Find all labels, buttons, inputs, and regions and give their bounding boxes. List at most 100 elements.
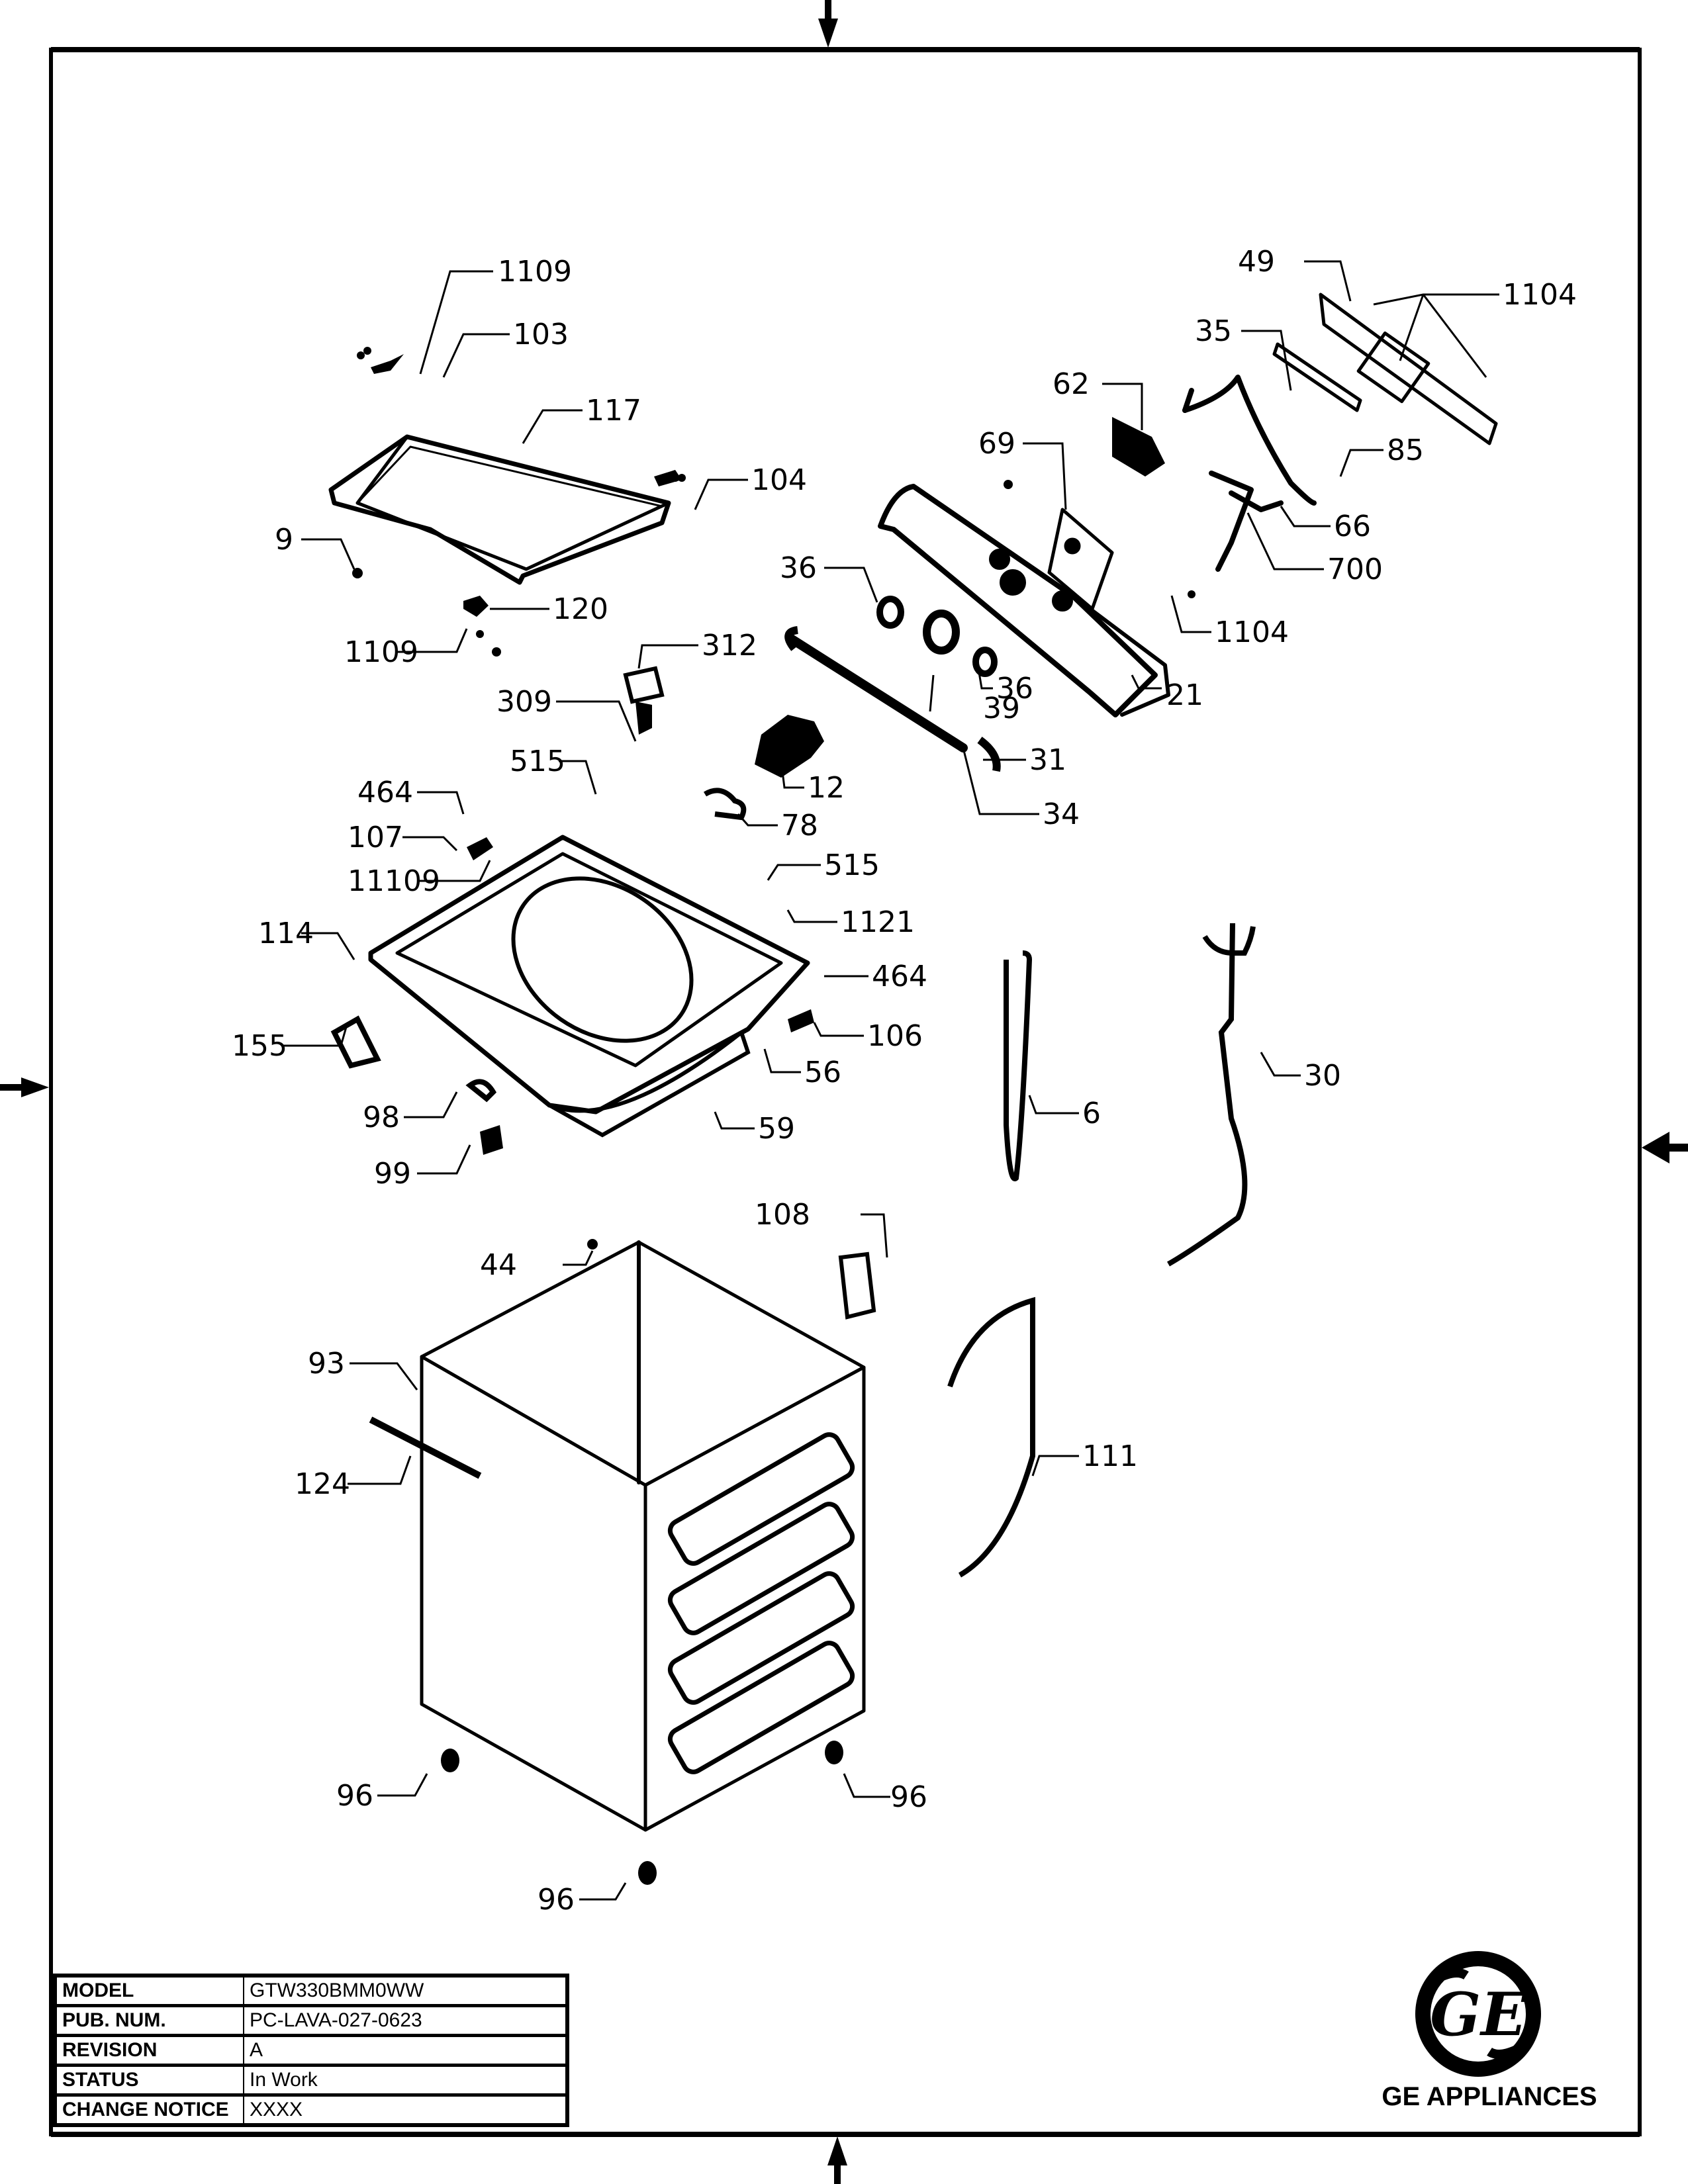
callout-66: 66: [1334, 510, 1371, 543]
callout-515: 515: [824, 848, 880, 882]
callout-59: 59: [758, 1112, 795, 1146]
rod-part: [786, 634, 968, 752]
callout-108: 108: [755, 1198, 810, 1232]
svg-text:GE: GE: [1430, 1979, 1527, 2050]
brand-name: GE APPLIANCES: [1382, 2082, 1597, 2111]
callout-39: 39: [983, 692, 1020, 725]
callout-49: 49: [1238, 245, 1275, 279]
callout-96: 96: [538, 1883, 575, 1917]
backsplash-part: [878, 484, 1170, 717]
callout-515: 515: [510, 745, 565, 778]
callout-103: 103: [513, 318, 569, 351]
callout-120: 120: [553, 592, 608, 626]
lid-bumper-part: [463, 596, 489, 617]
bracket-part: [635, 702, 652, 735]
callout-312: 312: [702, 629, 757, 662]
callout-31: 31: [1029, 743, 1066, 777]
callout-labels: 1109 103 117 104 9 120 1109 312 309 49 1…: [232, 245, 1577, 1917]
lid-strike-part: [467, 837, 493, 860]
callout-1104: 1104: [1503, 278, 1577, 312]
callout-99: 99: [374, 1157, 411, 1191]
title-label: CHANGE NOTICE: [54, 2094, 244, 2126]
drain-hose-part: [947, 1297, 1035, 1578]
callout-1109: 1109: [344, 635, 418, 669]
callout-36: 36: [996, 672, 1033, 705]
hinge-part: [465, 1079, 497, 1103]
callout-6: 6: [1082, 1097, 1101, 1130]
title-label: MODEL: [54, 1975, 244, 2007]
center-arrow-left-icon: [0, 1077, 49, 1097]
center-arrow-bottom-icon: [827, 2136, 847, 2184]
center-arrow-right-icon: [1642, 1132, 1688, 1163]
callout-85: 85: [1387, 433, 1424, 467]
pump-bracket-part: [838, 1251, 876, 1320]
cover-bracket-part: [330, 1015, 381, 1069]
title-label: REVISION: [54, 2034, 244, 2066]
wire-harness-700-part: [1209, 471, 1284, 572]
callout-30: 30: [1304, 1059, 1341, 1093]
model-number: GTW330BMM0WW: [243, 1975, 568, 2007]
callout-leaders: [281, 260, 1499, 1901]
screw-part: [352, 568, 363, 578]
lid-hinge-left-part: [357, 347, 404, 374]
title-row-pub-num: PUB. NUM. PC-LAVA-027-0623: [54, 2005, 568, 2036]
cabinet-brace-part: [369, 1416, 482, 1479]
sensor-part: [623, 666, 665, 704]
title-row-model: MODEL GTW330BMM0WW: [54, 1975, 568, 2007]
leveling-leg-part: [825, 1741, 843, 1764]
callout-309: 309: [496, 685, 552, 719]
wire-harness-85-part: [1182, 375, 1317, 506]
callout-98: 98: [363, 1101, 400, 1134]
callout-155: 155: [232, 1029, 287, 1063]
center-arrow-top-icon: [818, 0, 838, 48]
drawing-frame: [49, 47, 1642, 2137]
title-row-revision: REVISION A: [54, 2034, 568, 2066]
callout-69: 69: [978, 427, 1015, 461]
hose-clip-part: [977, 737, 1001, 772]
front-trim-part: [548, 1032, 751, 1138]
control-board-part: [1047, 508, 1114, 611]
callout-34: 34: [1043, 797, 1080, 831]
callout-44: 44: [480, 1248, 517, 1282]
switch-part: [1112, 417, 1165, 477]
ge-logo-icon: GE: [1415, 1951, 1541, 2077]
callout-107: 107: [348, 821, 403, 854]
callout-78: 78: [781, 809, 818, 842]
callout-11109: 11109: [348, 864, 440, 898]
callout-104: 104: [751, 463, 807, 497]
change-notice-value: XXXX: [243, 2094, 568, 2126]
title-row-status: STATUS In Work: [54, 2064, 568, 2096]
callout-464: 464: [872, 960, 927, 993]
top-cover-part: [368, 835, 810, 1115]
title-label: STATUS: [54, 2064, 244, 2096]
leveling-leg-part: [441, 1749, 459, 1772]
callout-106: 106: [867, 1019, 923, 1053]
revision-value: A: [243, 2034, 568, 2066]
latch-part: [480, 1125, 503, 1155]
valve-harness-part: [703, 788, 747, 821]
pressure-hose-part: [1004, 950, 1033, 1181]
callout-56: 56: [804, 1056, 841, 1089]
power-cord-part: [1167, 923, 1248, 1267]
callout-9: 9: [275, 523, 293, 557]
callout-114: 114: [258, 917, 314, 950]
status-value: In Work: [243, 2064, 568, 2096]
callout-12: 12: [808, 771, 845, 805]
callout-62: 62: [1053, 367, 1090, 401]
console-cover-part: [1319, 293, 1498, 445]
callout-35: 35: [1195, 314, 1232, 348]
callout-464: 464: [357, 776, 413, 809]
callout-700: 700: [1327, 553, 1383, 586]
lid-strike-right-part: [788, 1009, 814, 1032]
screw-part: [1188, 590, 1196, 598]
leveling-leg-part: [638, 1861, 657, 1885]
cabinet-part: [420, 1240, 866, 1832]
callout-93: 93: [308, 1347, 345, 1381]
callout-1109: 1109: [498, 255, 572, 289]
callout-1104: 1104: [1215, 615, 1289, 649]
knob-part: [972, 647, 998, 677]
knob-part: [876, 596, 904, 629]
callout-96: 96: [890, 1780, 927, 1814]
publication-number: PC-LAVA-027-0623: [243, 2005, 568, 2036]
